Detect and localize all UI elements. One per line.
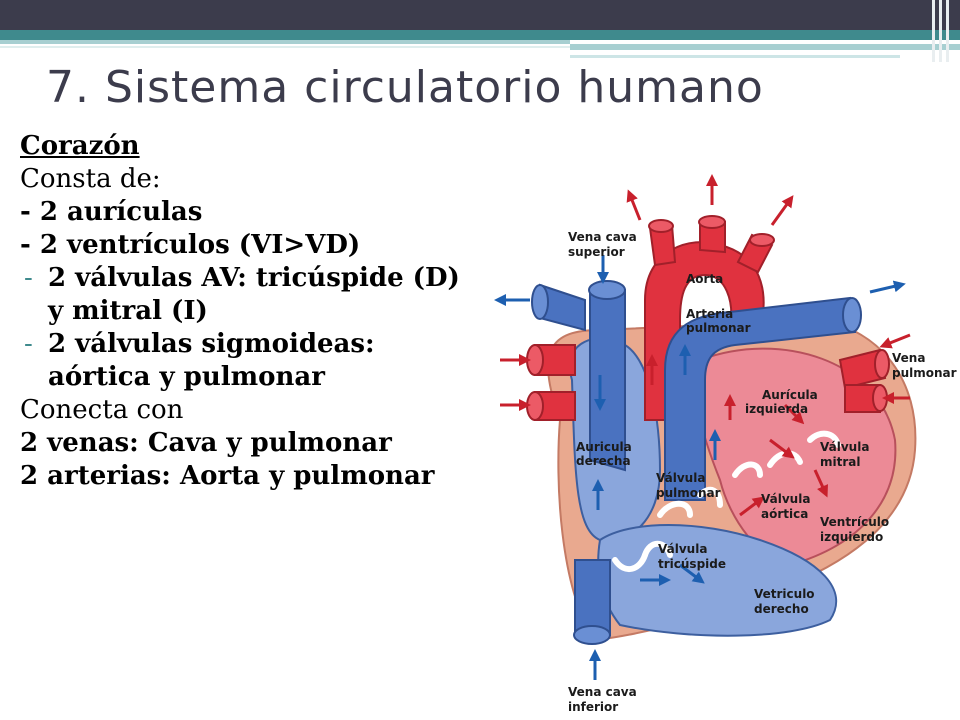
decorative-band	[0, 40, 570, 44]
bullet-text: 2 válvulas AV: tricúspide (D) y mitral (…	[48, 263, 460, 326]
label-auricula-izquierda: izquierda	[745, 402, 808, 416]
bullet-text: 2 válvulas sigmoideas: aórtica y pulmona…	[48, 329, 375, 392]
label-auricula-izquierda: Aurícula	[762, 388, 818, 402]
label-arteria-pulmonar: pulmonar	[686, 321, 751, 335]
label-valvula-pulmonar: Válvula	[656, 471, 705, 485]
list-item: - 2 ventrículos (VI>VD)	[20, 230, 361, 260]
label-vena-cava-superior: Vena cava	[568, 230, 637, 244]
label-arteria-pulmonar: Arteria	[686, 307, 733, 321]
diagram-labels: Vena cava superior Aorta Arteria pulmona…	[568, 230, 957, 714]
consta-text: Consta de:	[20, 164, 161, 194]
label-valvula-pulmonar: pulmonar	[656, 486, 721, 500]
top-bar	[0, 0, 960, 30]
list-item: 2 arterias: Aorta y pulmonar	[20, 461, 435, 491]
decorative-band	[0, 30, 960, 40]
label-valvula-aortica: aórtica	[761, 507, 808, 521]
pulmonary-branches-left	[526, 344, 576, 421]
vena-cava-inferior	[574, 559, 611, 636]
bullet-dash: -	[24, 329, 33, 359]
heart-diagram: Vena cava superior Aorta Arteria pulmona…	[494, 174, 957, 714]
slide-title: 7. Sistema circulatorio humano	[46, 62, 764, 113]
arteria-pulmonar	[664, 296, 857, 501]
decorative-band	[570, 44, 960, 50]
label-valvula-tricuspide: Válvula	[658, 542, 707, 556]
label-aorta: Aorta	[686, 272, 723, 286]
label-ventriculo-izquierdo: izquierdo	[820, 530, 883, 544]
label-vena-cava-inferior: Vena cava	[568, 685, 637, 699]
label-ventriculo-derecho: Vetriculo	[754, 587, 815, 601]
label-valvula-mitral: mitral	[820, 455, 860, 469]
conecta-text: Conecta con	[20, 395, 184, 425]
label-vena-pulmonar: Vena	[892, 351, 925, 365]
flow-arrows	[494, 174, 911, 680]
pulmonary-veins-right	[838, 348, 890, 413]
label-auricula-derecha: Auricula	[576, 440, 632, 454]
label-vena-cava-superior: superior	[568, 245, 625, 259]
decorative-band	[0, 46, 570, 48]
label-ventriculo-derecho: derecho	[754, 602, 809, 616]
list-item: - 2 aurículas	[20, 197, 203, 227]
label-valvula-aortica: Válvula	[761, 492, 810, 506]
label-ventriculo-izquierdo: Ventrículo	[820, 515, 889, 529]
list-item: - 2 válvulas AV: tricúspide (D) y mitral…	[20, 262, 460, 328]
label-auricula-derecha: derecha	[576, 454, 631, 468]
bullet-dash: -	[24, 263, 33, 293]
slide-content: Corazón Consta de: - 2 aurículas - 2 ven…	[20, 130, 460, 493]
label-valvula-tricuspide: tricúspide	[658, 557, 726, 571]
right-ventricle	[597, 524, 837, 637]
label-vena-cava-inferior: inferior	[568, 700, 618, 714]
label-vena-pulmonar: pulmonar	[892, 366, 957, 380]
decorative-lines	[932, 0, 954, 62]
list-item: 2 venas: Cava y pulmonar	[20, 428, 392, 458]
label-valvula-mitral: Válvula	[820, 440, 869, 454]
list-item: - 2 válvulas sigmoideas: aórtica y pulmo…	[20, 328, 460, 394]
section-heading: Corazón	[20, 131, 140, 161]
decorative-band	[570, 55, 900, 58]
